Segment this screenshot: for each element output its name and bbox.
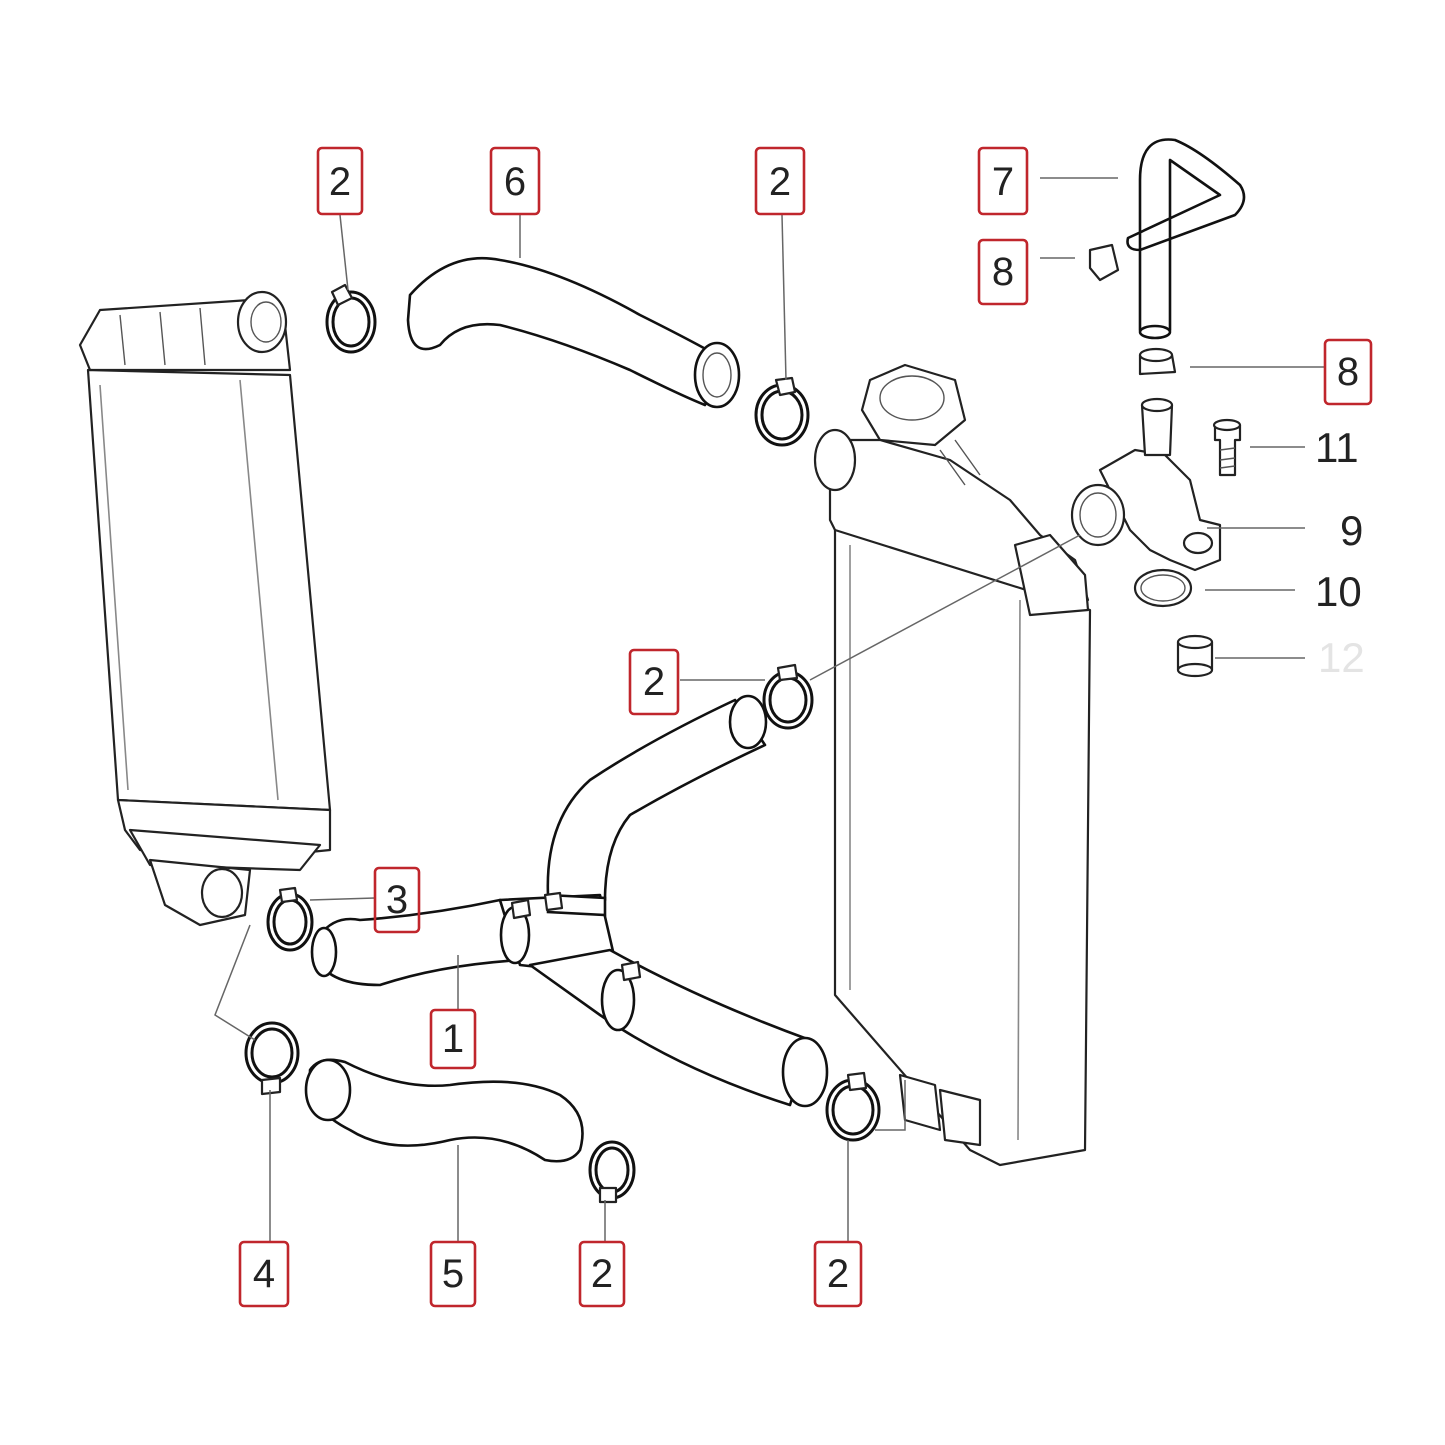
svg-text:7: 7 [992,160,1014,204]
callout-2-top-middle: 2 [754,146,806,216]
svg-text:8: 8 [1337,350,1359,394]
callout-1: 1 [429,1008,477,1070]
svg-text:2: 2 [643,660,665,704]
svg-text:8: 8 [992,250,1014,294]
leader-lines [214,177,1325,1242]
callout-10: 10 [1315,568,1362,615]
callout-9: 9 [1340,507,1363,554]
svg-text:6: 6 [504,160,526,204]
hose-clamps [244,283,881,1204]
callout-12: 12 [1318,634,1365,681]
hose-5 [304,1058,584,1163]
callout-7: 7 [977,146,1029,216]
left-intercooler [78,290,332,927]
callout-8-right: 8 [1323,338,1373,406]
thermostat-housing [1070,243,1242,678]
callout-3: 3 [373,866,421,934]
svg-text:2: 2 [591,1252,613,1296]
callout-2-middle: 2 [628,648,680,716]
callout-2-bottom-right: 2 [813,1240,863,1308]
callout-11: 11 [1315,424,1359,471]
right-radiator [813,363,1092,1167]
callout-5: 5 [429,1240,477,1308]
svg-text:4: 4 [253,1252,275,1296]
callout-2-bottom-middle: 2 [578,1240,626,1308]
svg-text:5: 5 [442,1252,464,1296]
svg-text:3: 3 [386,878,408,922]
hose-7 [1126,138,1246,340]
svg-text:1: 1 [442,1017,464,1061]
svg-text:2: 2 [769,160,791,204]
callout-2-top-left: 2 [316,146,364,216]
hose-6 [406,256,741,409]
callout-4: 4 [238,1240,290,1308]
svg-text:2: 2 [329,160,351,204]
callout-8-left: 8 [977,238,1029,306]
callout-6: 6 [489,146,541,216]
svg-text:2: 2 [827,1252,849,1296]
